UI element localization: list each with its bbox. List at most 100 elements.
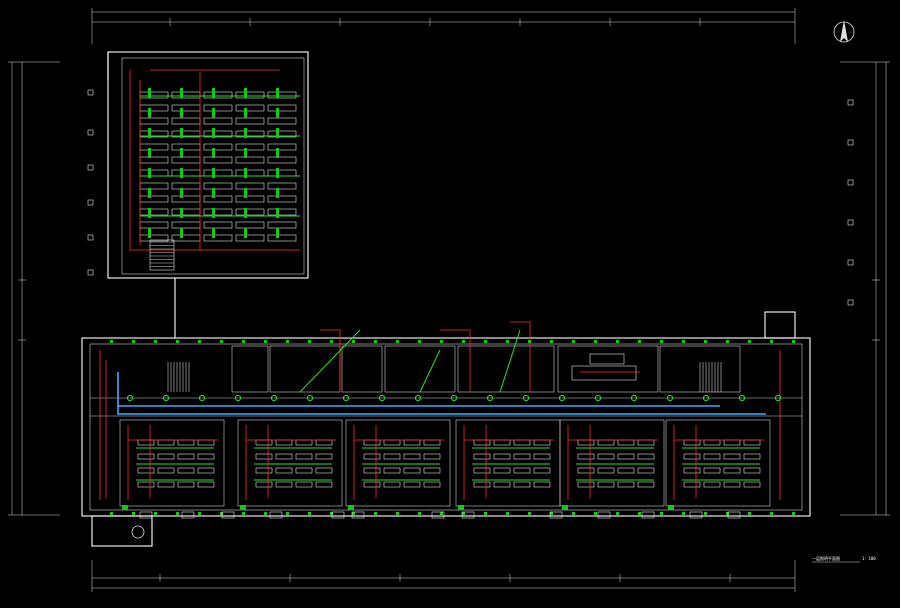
fixture [668, 505, 674, 510]
desk [637, 439, 655, 446]
column-square-icon [506, 340, 509, 343]
dimension-lines [8, 8, 890, 592]
ceiling-light-icon [306, 394, 314, 402]
desk [315, 481, 333, 488]
column-square-icon [352, 340, 355, 343]
desk [493, 467, 511, 474]
fixture [212, 128, 215, 138]
seat-row [235, 143, 265, 151]
desk [255, 453, 273, 460]
fixture [244, 168, 247, 178]
desk [703, 481, 721, 488]
seat-row [235, 104, 265, 112]
desk [197, 481, 215, 488]
fixture [148, 128, 151, 138]
column-square-icon [176, 340, 179, 343]
classroom [665, 419, 771, 507]
table [571, 365, 637, 381]
exit-box [597, 511, 611, 519]
fixture [276, 88, 279, 98]
desk [255, 439, 273, 446]
ceiling-light-icon [666, 394, 674, 402]
column-square-icon [242, 512, 245, 515]
axis-bubble-icon [87, 199, 94, 206]
desk [513, 453, 531, 460]
axis-bubble-icon [87, 129, 94, 136]
desk [157, 453, 175, 460]
fixture [212, 148, 215, 158]
desk [617, 467, 635, 474]
seat-row [203, 208, 233, 216]
ceiling-light-icon [774, 394, 782, 402]
seat-row [235, 182, 265, 190]
seat-row [203, 169, 233, 177]
desk [703, 467, 721, 474]
column-square-icon [220, 340, 223, 343]
seat-row [267, 234, 297, 242]
desk [423, 453, 441, 460]
trunk-line [117, 372, 766, 415]
fixture [458, 505, 464, 510]
ceiling-light-icon [450, 394, 458, 402]
column-square-icon [462, 340, 465, 343]
column-square-icon [374, 340, 377, 343]
desk [683, 467, 701, 474]
circuit-path [353, 425, 444, 500]
fixture [212, 228, 215, 238]
column-square-icon [198, 512, 201, 515]
desk [363, 481, 381, 488]
seat-row [235, 130, 265, 138]
column-square-icon [330, 512, 333, 515]
column-square-icon [286, 340, 289, 343]
exit-box [181, 511, 195, 519]
fixture [348, 505, 354, 510]
fixture [180, 88, 183, 98]
seat-row [139, 156, 169, 164]
axis-bubble-icon [87, 89, 854, 539]
circuit-path [127, 425, 218, 500]
seat-row [203, 221, 233, 229]
fixture [148, 108, 151, 118]
column-square-icon [110, 340, 113, 343]
desk [473, 439, 491, 446]
seat-row [139, 221, 169, 229]
desk [403, 453, 421, 460]
column-square-icon [396, 512, 399, 515]
column-square-icon [440, 340, 443, 343]
column-square-icon [550, 340, 553, 343]
desk [423, 439, 441, 446]
north-arrow-icon [833, 20, 855, 43]
desk [513, 481, 531, 488]
column-square-icon [418, 340, 421, 343]
column-square-icon [528, 512, 531, 515]
column-circle-icon [131, 525, 145, 539]
axis-bubble-icon [87, 164, 94, 171]
column-square-icon [682, 512, 685, 515]
axis-bubble-icon [87, 89, 94, 96]
column-square-icon [748, 340, 751, 343]
desk [597, 467, 615, 474]
fixture [180, 168, 183, 178]
fixture [562, 505, 568, 510]
exit-box [689, 511, 703, 519]
axis-bubble-icon [847, 139, 854, 146]
exit-box [331, 511, 345, 519]
column-square-icon [176, 512, 179, 515]
column-square-icon [154, 340, 157, 343]
desk [275, 481, 293, 488]
ceiling-light-icon [522, 394, 530, 402]
desk [473, 467, 491, 474]
circuit-path [567, 425, 658, 500]
column-square-icon [616, 340, 619, 343]
corridor-fixtures [110, 340, 795, 519]
seat-row [203, 117, 233, 125]
desk [473, 453, 491, 460]
fixture [180, 208, 183, 218]
desk [533, 439, 551, 446]
fixture [180, 188, 183, 198]
column-square-icon [726, 512, 729, 515]
ceiling-light-icon [702, 394, 710, 402]
seat-row [203, 234, 233, 242]
desk [743, 467, 761, 474]
